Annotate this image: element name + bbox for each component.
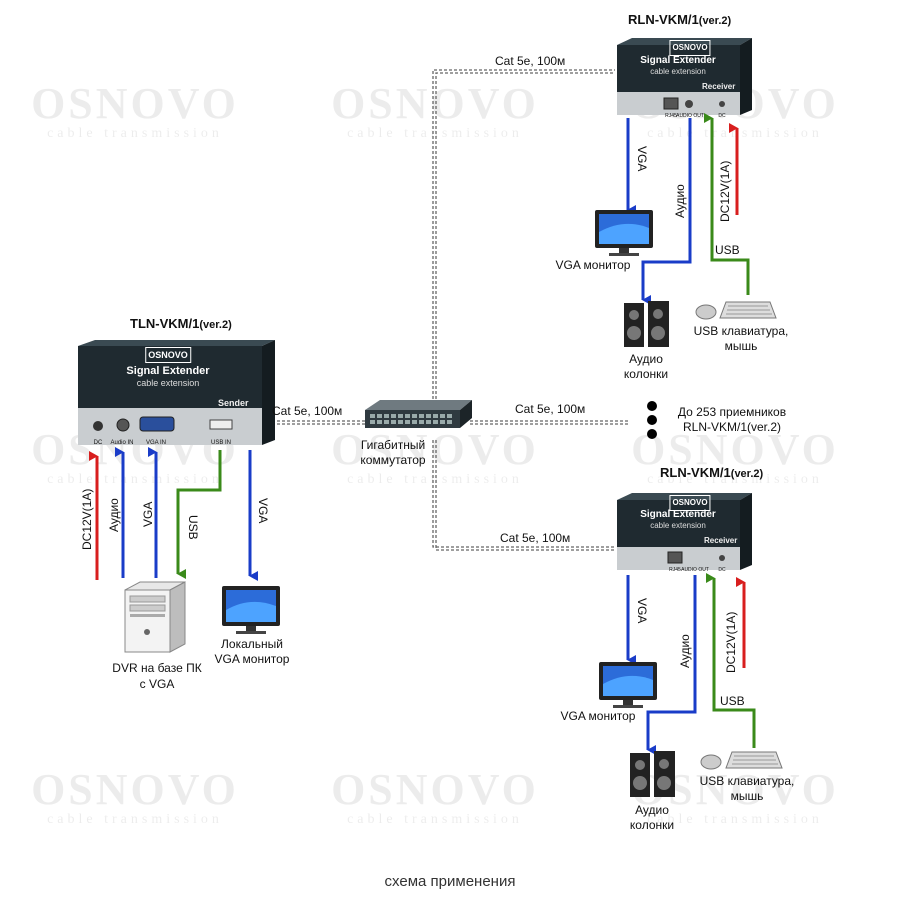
device-brand: OSNOVO <box>669 495 711 511</box>
device-role: Receiver <box>704 536 738 545</box>
keyboard-mouse-icon <box>700 751 783 770</box>
power-label: DC12V(1A) <box>724 611 738 673</box>
audio-arrow <box>641 118 692 305</box>
sender-device <box>78 340 275 445</box>
port-label: USB IN <box>210 440 232 446</box>
port-label: DC <box>718 567 726 573</box>
pc-tower-icon <box>124 581 186 653</box>
sender-title: TLN-VKM/1(ver.2) <box>130 316 232 331</box>
port-label: AUDIO OUT <box>676 113 704 119</box>
usb-arrow <box>176 450 222 579</box>
monitor-icon <box>595 210 653 256</box>
usb-arrow <box>704 113 750 295</box>
vga-out-label: VGA <box>256 498 270 524</box>
device-role: Receiver <box>702 82 736 91</box>
device-brand: OSNOVO <box>145 347 191 363</box>
power-label: DC12V(1A) <box>718 160 732 222</box>
port-label: VGA IN <box>145 440 167 446</box>
port-label: RJ45 <box>669 567 681 573</box>
port-label: AUDIO OUT <box>681 567 709 573</box>
port-label: Audio IN <box>110 440 134 446</box>
cable-label: Cat 5e, 100м <box>495 54 566 68</box>
audio-arrow <box>646 575 697 755</box>
port-label: RJ45 <box>665 113 677 119</box>
monitor-icon <box>222 586 280 634</box>
speakers-icon <box>624 301 669 347</box>
port-label: DC <box>93 440 103 446</box>
receiver-title: RLN-VKM/1(ver.2) <box>660 465 764 480</box>
more-receivers-dots <box>647 401 657 439</box>
vga-label: VGA <box>635 598 649 624</box>
usb-label: USB <box>720 694 745 708</box>
keyboard-mouse-label: USB клавиатура,мышь <box>699 774 795 803</box>
power-label: DC12V(1A) <box>80 488 94 550</box>
vga-label: VGA <box>635 146 649 172</box>
receiver-device <box>617 493 752 570</box>
device-product: Signal Extender <box>126 365 210 377</box>
usb-label: USB <box>715 243 740 257</box>
cat5e-cable <box>272 69 630 551</box>
monitor-icon <box>599 662 657 708</box>
cable-label: Cat 5e, 100м <box>515 402 586 416</box>
usb-arrow <box>706 573 756 748</box>
device-brand: OSNOVO <box>669 40 711 56</box>
usb-label: USB <box>186 515 200 540</box>
port-label: DC <box>718 113 726 119</box>
device-subtitle: cable extension <box>650 521 706 530</box>
diagram-caption: схема применения <box>384 873 516 890</box>
cable-label: Cat 5e, 100м <box>272 404 343 418</box>
receiver-device <box>617 38 752 115</box>
device-product: Signal Extender <box>640 509 716 520</box>
audio-label: Аудио <box>673 184 687 218</box>
audio-label: Аудио <box>107 498 121 532</box>
monitor-label: VGA монитор <box>560 709 636 723</box>
keyboard-mouse-label: USB клавиатура,мышь <box>693 324 789 353</box>
device-product: Signal Extender <box>640 55 716 66</box>
audio-label: Аудио <box>678 634 692 668</box>
monitor-label: VGA монитор <box>555 258 631 272</box>
speakers-icon <box>630 751 675 797</box>
receiver-title: RLN-VKM/1(ver.2) <box>628 12 732 27</box>
device-role: Sender <box>218 398 249 408</box>
cable-label: Cat 5e, 100м <box>500 531 571 545</box>
device-subtitle: cable extension <box>650 67 706 76</box>
gigabit-switch <box>365 400 472 428</box>
vga-label: VGA <box>141 501 155 527</box>
keyboard-mouse-icon <box>695 301 777 320</box>
device-subtitle: cable extension <box>136 378 200 388</box>
